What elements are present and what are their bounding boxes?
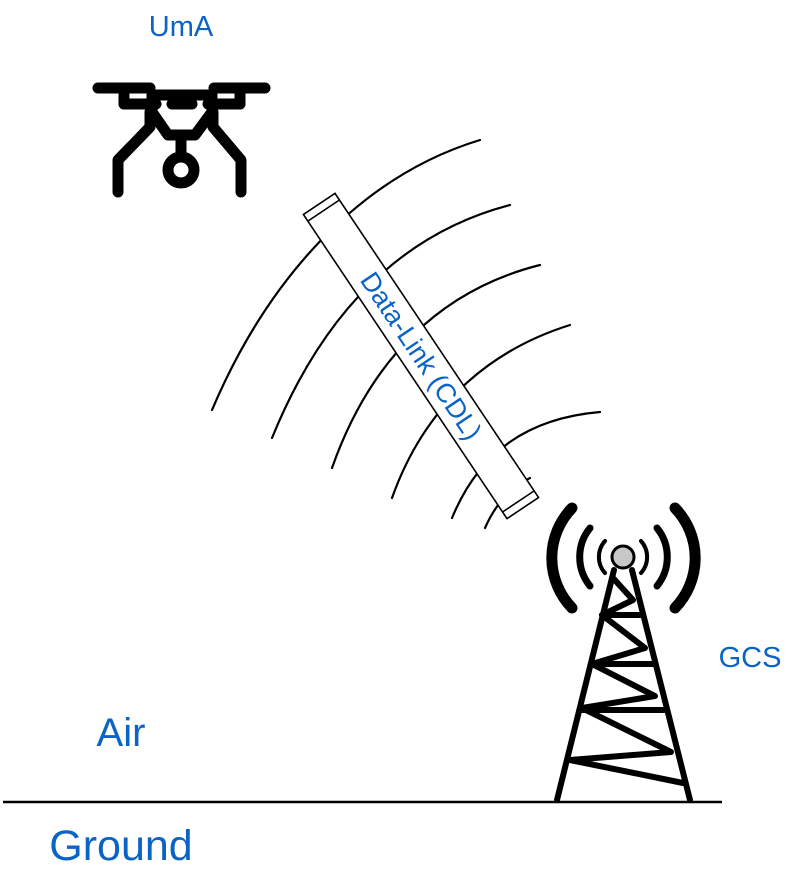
drone-icon	[92, 82, 271, 198]
air-label: Air	[97, 711, 146, 755]
radio-tower-icon	[546, 502, 701, 803]
signal-arc	[210, 138, 482, 412]
station-label: GCS	[719, 642, 782, 674]
drone-label: UmA	[149, 11, 214, 43]
ground-label: Ground	[49, 822, 192, 870]
signal-arc	[450, 410, 602, 520]
antenna-tip	[610, 544, 636, 570]
